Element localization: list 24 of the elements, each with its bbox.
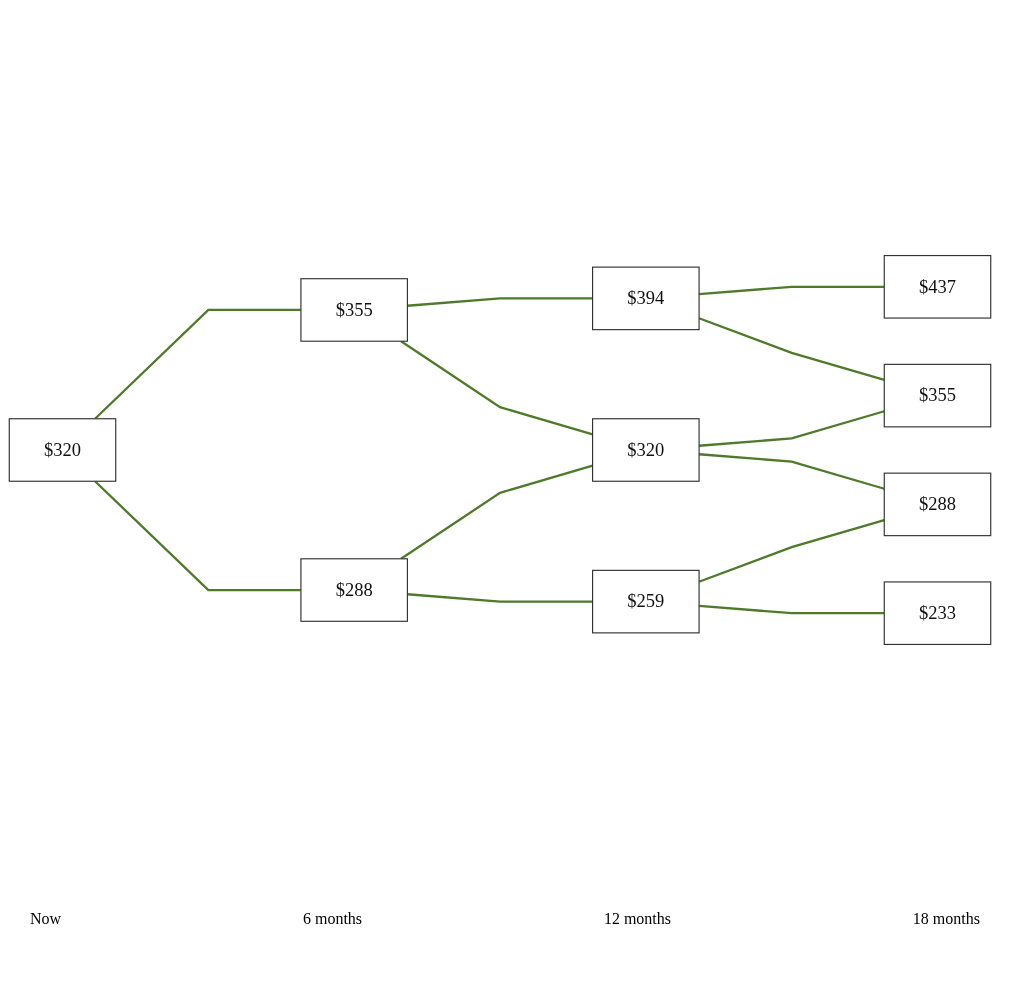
axis-label: 6 months bbox=[302, 910, 363, 928]
connector bbox=[94, 480, 301, 592]
node-box: $320 bbox=[592, 418, 700, 482]
axis-label: 12 months bbox=[603, 910, 671, 928]
connector bbox=[699, 410, 885, 447]
connector bbox=[699, 604, 885, 615]
node-box: $437 bbox=[883, 255, 992, 319]
connector bbox=[400, 464, 593, 560]
node-box: $355 bbox=[883, 363, 992, 428]
node-box: $320 bbox=[8, 418, 117, 482]
connector bbox=[407, 297, 593, 307]
connector bbox=[699, 285, 885, 296]
axis-label: Now bbox=[30, 910, 62, 928]
connector bbox=[407, 593, 593, 603]
node-box: $233 bbox=[883, 581, 992, 646]
node-box: $394 bbox=[592, 266, 700, 331]
connector bbox=[400, 340, 593, 436]
node-box: $288 bbox=[883, 472, 992, 537]
node-box: $259 bbox=[592, 569, 700, 634]
node-box: $355 bbox=[300, 278, 408, 342]
connector bbox=[94, 308, 301, 420]
connector bbox=[699, 453, 885, 490]
node-box: $288 bbox=[300, 558, 408, 622]
axis-label: 18 months bbox=[912, 910, 980, 928]
